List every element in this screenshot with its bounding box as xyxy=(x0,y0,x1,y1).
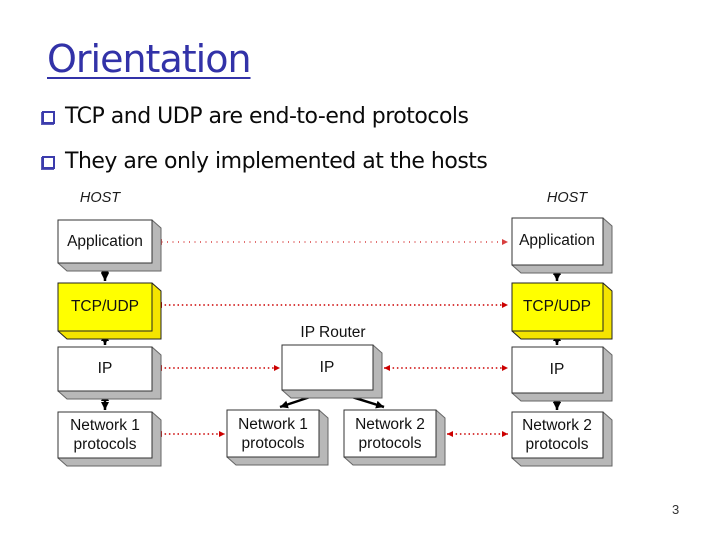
right-application-box: Application xyxy=(511,217,613,274)
peer-connections xyxy=(156,239,508,437)
right-ip-box: IP xyxy=(511,346,613,402)
box-label: TCP/UDP xyxy=(523,298,591,315)
box-label-line1: Network 2 xyxy=(522,417,592,434)
box-label-line1: Network 2 xyxy=(355,416,425,433)
square-bullet-icon xyxy=(42,111,55,124)
box-label: Application xyxy=(519,232,595,249)
right-network2-box: Network 2 protocols xyxy=(511,411,613,467)
slide-title: Orientation xyxy=(47,37,252,81)
bullet-item: They are only implemented at the hosts xyxy=(42,149,488,174)
left-tcp-udp-box: TCP/UDP xyxy=(57,282,162,340)
left-ip-box: IP xyxy=(57,346,162,400)
left-host-label: HOST xyxy=(80,190,121,206)
router-ip-box: IP xyxy=(281,344,383,399)
bullet-text: TCP and UDP are end-to-end protocols xyxy=(65,104,469,129)
ip-router-label: IP Router xyxy=(300,324,365,341)
router-network1-box: Network 1 protocols xyxy=(226,409,329,466)
box-label: IP xyxy=(550,361,565,378)
box-label-line2: protocols xyxy=(74,436,137,453)
left-network1-box: Network 1 protocols xyxy=(57,411,162,467)
page-number: 3 xyxy=(672,502,680,517)
bullet-item: TCP and UDP are end-to-end protocols xyxy=(42,104,469,129)
left-application-box: Application xyxy=(57,219,162,272)
box-label-line1: Network 1 xyxy=(238,416,308,433)
protocol-stack-diagram: HOST HOST IP Router xyxy=(57,190,613,467)
box-label-line2: protocols xyxy=(526,436,589,453)
right-host-label: HOST xyxy=(547,190,588,206)
router-network2-box: Network 2 protocols xyxy=(343,409,446,466)
bullet-text: They are only implemented at the hosts xyxy=(65,149,488,174)
box-label: TCP/UDP xyxy=(71,298,139,315)
box-label: IP xyxy=(98,360,113,377)
box-label: Application xyxy=(67,233,143,250)
box-label-line2: protocols xyxy=(242,435,305,452)
box-label: IP xyxy=(320,359,335,376)
square-bullet-icon xyxy=(42,156,55,169)
right-tcp-udp-box: TCP/UDP xyxy=(511,282,613,340)
box-label-line2: protocols xyxy=(359,435,422,452)
box-label-line1: Network 1 xyxy=(70,417,140,434)
